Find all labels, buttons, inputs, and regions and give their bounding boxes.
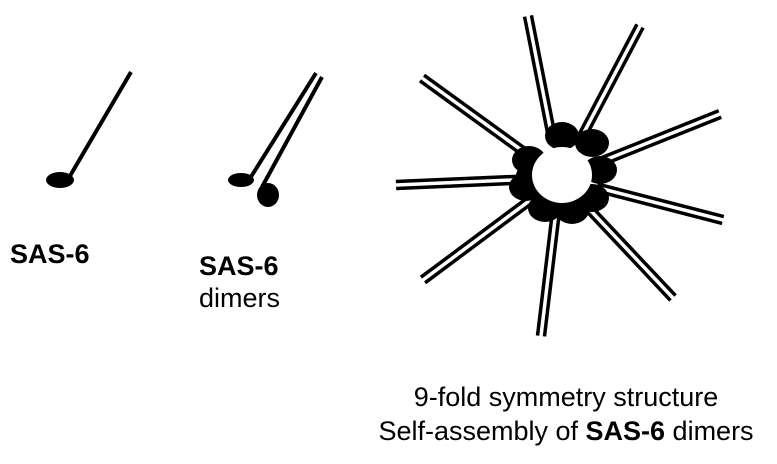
ring-knob [575,129,609,157]
dimer-tail-1 [247,71,318,182]
spoke-strand [573,23,639,144]
ring-spoke [595,182,725,226]
sas6-monomer-icon [46,70,133,188]
spoke-strand [597,182,725,219]
dimer-label-suffix: dimers [199,283,281,313]
dimer-head-2 [257,183,279,207]
spoke-strand [595,189,723,226]
spoke-strand [418,79,529,160]
caption-line-1: 9-fold symmetry structure [413,382,719,412]
dimer-head-1 [228,173,254,187]
caption-line-2-prefix: Self-assembly of [378,416,586,446]
spoke-strand [579,26,645,147]
spoke-strand [522,16,551,142]
dimer-label: SAS-6 dimers [199,250,280,314]
sas6-dimer-icon [228,71,324,207]
dimer-label-name: SAS-6 [199,251,279,281]
dimer-tail-2 [260,76,324,188]
spoke-strand [424,202,533,285]
ring-knob [555,196,589,224]
caption-line-2-bold: SAS-6 [585,416,666,446]
spoke-strand [535,215,554,336]
ring-knob [545,122,579,150]
spoke-strand [419,196,529,279]
caption-line-2: Self-assembly of SAS-6 dimers [370,414,762,448]
spoke-strand [529,14,558,141]
monomer-head [46,172,74,188]
spoke-strand [395,174,522,184]
spoke-strand [587,202,677,297]
ring-spoke [522,14,558,142]
ring-spoke [419,196,533,285]
ring-spoke [593,109,722,169]
ring-spoke [395,174,523,191]
spoke-strand [595,115,722,169]
monomer-tail [65,70,133,183]
spoke-strand [542,215,561,337]
ring-spoke [582,202,677,302]
ring-spoke [573,23,645,147]
ring-spoke [535,215,561,337]
spoke-strand [423,73,533,155]
caption-line-2-suffix: dimers [665,416,754,446]
spoke-strand [582,206,672,302]
ring-lumen [532,147,592,203]
monomer-label: SAS-6 [10,239,90,269]
ring-spoke [418,73,533,160]
nine-fold-ring [395,14,725,337]
spoke-strand [396,181,523,191]
assembly-caption: 9-fold symmetry structure Self-assembly … [370,380,762,448]
spoke-strand [593,109,720,163]
